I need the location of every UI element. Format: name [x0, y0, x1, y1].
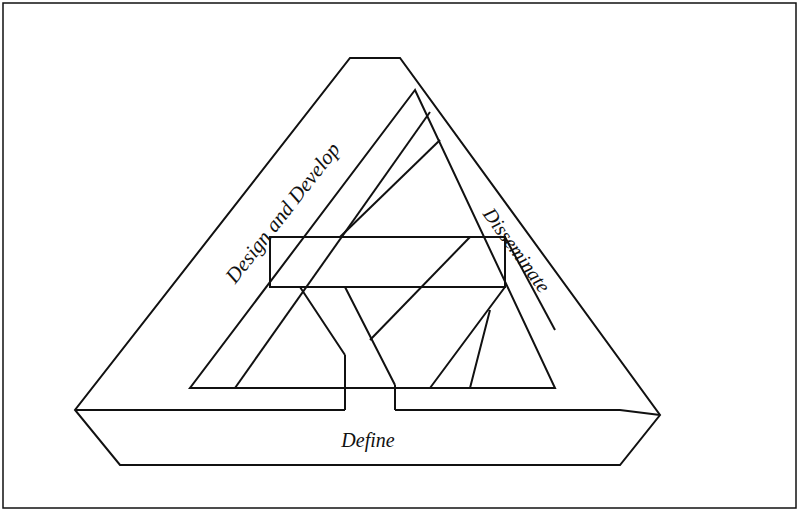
frame [3, 3, 796, 508]
cross-bar [270, 237, 505, 287]
strip-line [340, 140, 440, 237]
side-label: Define [338, 429, 397, 451]
strip-line [430, 287, 505, 388]
outer-outline [75, 58, 660, 465]
strip-line [300, 287, 395, 385]
strip-line [370, 237, 470, 340]
side-label: Design and Develop [219, 136, 346, 290]
band-stem [345, 355, 395, 410]
band-edge [75, 410, 660, 415]
